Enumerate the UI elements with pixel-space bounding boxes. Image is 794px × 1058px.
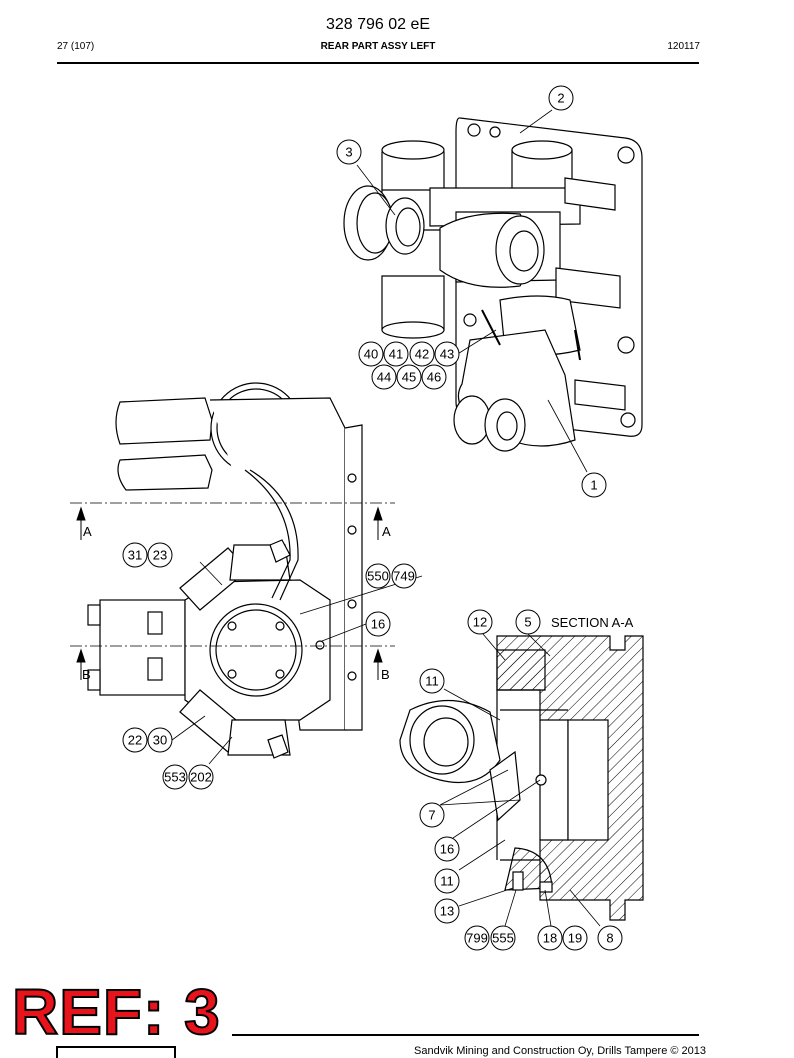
document-number: 328 796 02 eE: [325, 16, 431, 33]
footer-copyright: Sandvik Mining and Construction Oy, Dril…: [414, 1045, 706, 1057]
svg-text:46: 46: [427, 370, 441, 385]
svg-text:40: 40: [364, 347, 378, 362]
callout-2: 2: [548, 85, 574, 111]
svg-text:13: 13: [440, 904, 454, 919]
section-lines: [70, 502, 395, 647]
svg-text:3: 3: [345, 145, 352, 160]
svg-text:44: 44: [377, 370, 391, 385]
callout-13: 13: [434, 898, 460, 924]
callout-43: 43: [434, 341, 460, 367]
header-rule: [57, 62, 699, 64]
callout-11-bottom: 11: [434, 868, 460, 894]
svg-text:2: 2: [557, 91, 564, 106]
svg-text:749: 749: [393, 569, 415, 584]
callout-30: 30: [147, 727, 173, 753]
footer-rule: [232, 1034, 699, 1036]
callout-41: 41: [383, 341, 409, 367]
callout-3: 3: [336, 139, 362, 165]
callout-18: 18: [537, 925, 563, 951]
page-number: 27 (107): [57, 41, 95, 52]
svg-text:16: 16: [371, 617, 385, 632]
svg-text:41: 41: [389, 347, 403, 362]
callout-45: 45: [396, 364, 422, 390]
section-arrows: [76, 506, 383, 680]
section-label-b-right: B: [381, 667, 390, 682]
page-title: REAR PART ASSY LEFT: [320, 41, 436, 52]
svg-text:553: 553: [164, 770, 186, 785]
callout-19: 19: [562, 925, 588, 951]
callout-31: 31: [122, 542, 148, 568]
svg-text:16: 16: [440, 842, 454, 857]
callout-5: 5: [515, 609, 541, 635]
callout-553: 553: [162, 764, 188, 790]
side-view: [87, 382, 363, 759]
section-text: A A B B SECTION A-A: [82, 524, 634, 682]
section-title: SECTION A-A: [551, 615, 634, 630]
callout-7: 7: [419, 802, 445, 828]
svg-text:18: 18: [543, 931, 557, 946]
callout-44: 44: [371, 364, 397, 390]
date-code: 120117: [667, 41, 700, 52]
svg-text:42: 42: [415, 347, 429, 362]
callout-1: 1: [581, 472, 607, 498]
svg-text:799: 799: [466, 931, 488, 946]
callout-555: 555: [490, 925, 516, 951]
svg-text:11: 11: [425, 674, 439, 689]
isometric-view: [343, 117, 643, 452]
svg-text:19: 19: [568, 931, 582, 946]
svg-text:1: 1: [590, 478, 597, 493]
svg-text:12: 12: [473, 615, 487, 630]
callout-42: 42: [409, 341, 435, 367]
svg-text:550: 550: [367, 569, 389, 584]
callout-799: 799: [464, 925, 490, 951]
callout-46: 46: [421, 364, 447, 390]
svg-text:23: 23: [153, 548, 167, 563]
svg-text:7: 7: [428, 808, 435, 823]
svg-text:22: 22: [128, 733, 142, 748]
callout-202: 202: [188, 764, 214, 790]
callout-11-top: 11: [419, 668, 445, 694]
section-view: [399, 635, 644, 921]
section-label-b-left: B: [82, 667, 91, 682]
callout-16-side: 16: [365, 611, 391, 637]
callout-16-section: 16: [434, 836, 460, 862]
svg-text:45: 45: [402, 370, 416, 385]
callout-749: 749: [391, 563, 417, 589]
callout-40: 40: [358, 341, 384, 367]
svg-text:5: 5: [524, 615, 531, 630]
callout-12: 12: [467, 609, 493, 635]
svg-text:31: 31: [128, 548, 142, 563]
svg-text:8: 8: [606, 931, 613, 946]
svg-text:43: 43: [440, 347, 454, 362]
svg-text:30: 30: [153, 733, 167, 748]
svg-text:555: 555: [492, 931, 514, 946]
section-label-a-left: A: [83, 524, 92, 539]
callout-22: 22: [122, 727, 148, 753]
callout-8: 8: [597, 925, 623, 951]
sandvik-logo: [56, 1046, 176, 1058]
ref-stamp: REF: 3: [11, 976, 221, 1048]
callout-23: 23: [147, 542, 173, 568]
section-label-a-right: A: [382, 524, 391, 539]
svg-text:11: 11: [440, 874, 454, 889]
svg-text:202: 202: [190, 770, 212, 785]
callout-550: 550: [365, 563, 391, 589]
